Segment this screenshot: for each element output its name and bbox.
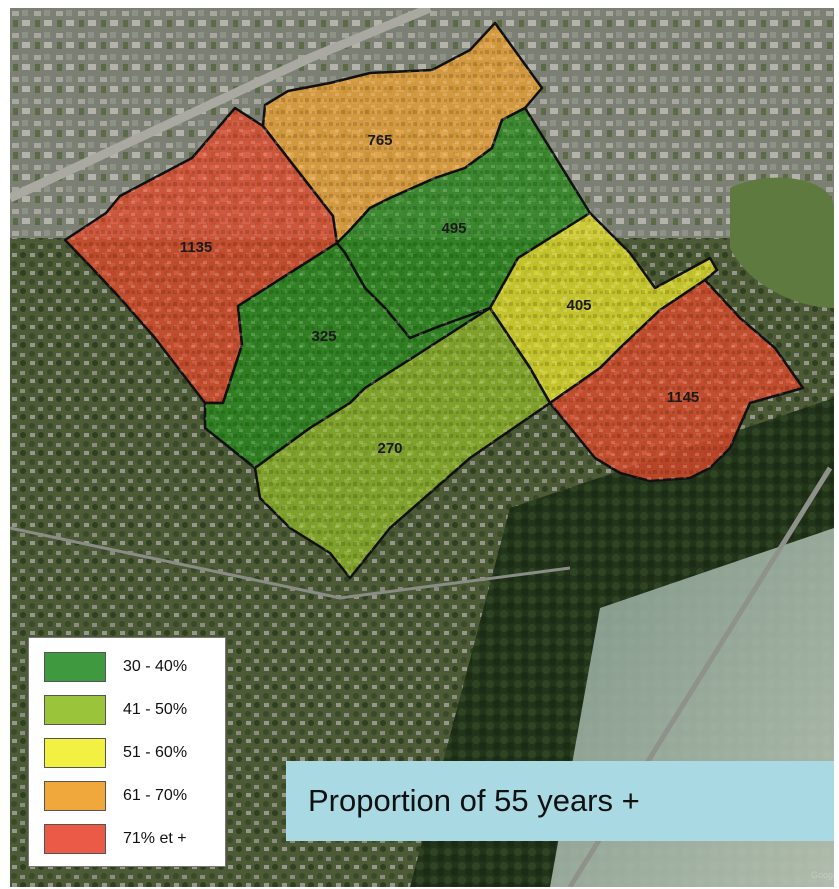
map-title-box: Proportion of 55 years + <box>286 761 834 841</box>
legend-swatch <box>44 781 106 811</box>
map-title: Proportion of 55 years + <box>308 783 640 818</box>
road-highway <box>10 8 432 203</box>
zone-label-south: 270 <box>377 440 402 457</box>
legend-label: 61 - 70% <box>123 787 188 804</box>
zone-textures <box>65 23 803 578</box>
legend-swatch <box>44 695 106 725</box>
zone-label-east: 405 <box>566 297 591 314</box>
map-legend: 30 - 40% 41 - 50% 51 - 60% 61 - 70% 71% … <box>28 637 226 867</box>
terrain-field <box>730 177 834 308</box>
zone-label-center-north: 495 <box>441 220 466 237</box>
legend-item: 30 - 40% <box>44 652 187 682</box>
legend-item: 61 - 70% <box>44 781 187 811</box>
zone-label-north: 765 <box>367 132 392 149</box>
legend-label: 51 - 60% <box>123 744 188 761</box>
legend-label: 71% et + <box>123 830 187 847</box>
imagery-copyright: Google <box>810 870 834 880</box>
legend-swatch <box>44 824 106 854</box>
legend-item: 41 - 50% <box>44 695 187 725</box>
zone-label-se: 1145 <box>667 389 700 406</box>
legend-swatch <box>44 738 106 768</box>
legend-label: 30 - 40% <box>123 658 188 675</box>
zone-label-nw: 1135 <box>180 239 213 256</box>
legend-item: 51 - 60% <box>44 738 187 768</box>
road-south <box>10 526 571 600</box>
legend-item: 71% et + <box>44 824 187 854</box>
zone-label-center: 325 <box>311 328 336 345</box>
legend-label: 41 - 50% <box>123 701 188 718</box>
legend-swatch <box>44 652 106 682</box>
zone-labels: 1135 765 495 325 405 1145 270 <box>180 132 700 457</box>
